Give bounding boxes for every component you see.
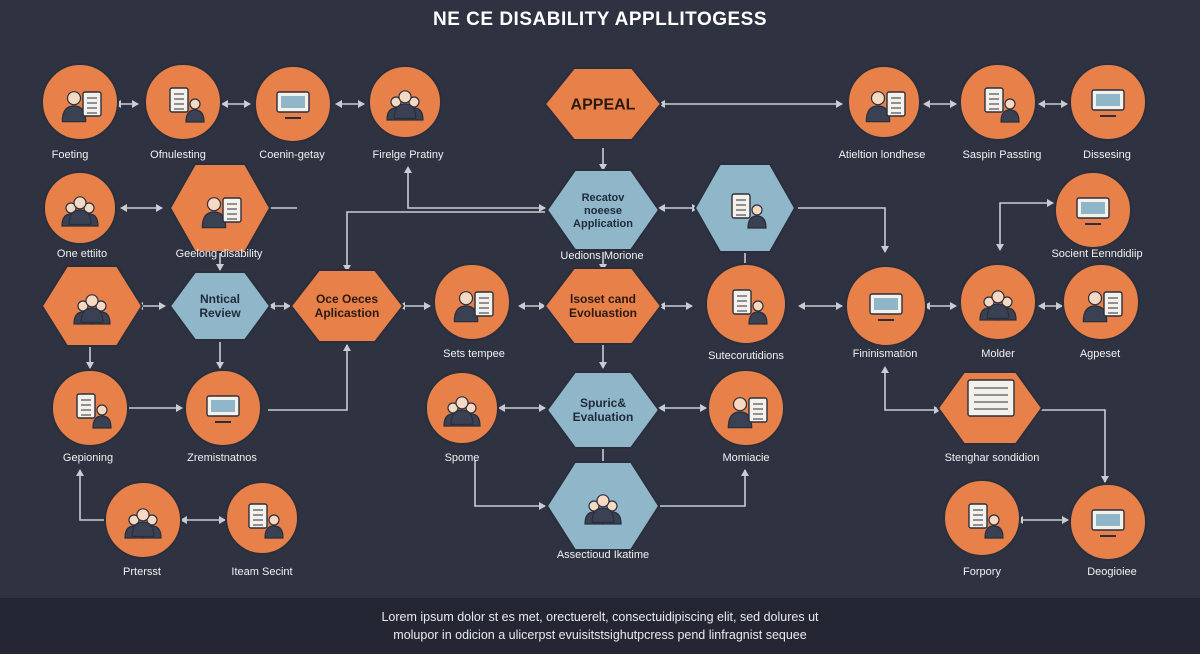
node-label: Dissesing xyxy=(1083,149,1131,161)
node-label: Fininismation xyxy=(852,348,918,360)
clock-gears-icon xyxy=(73,294,111,325)
advisor-icon xyxy=(1076,197,1110,225)
node-label: Saspin Passting xyxy=(962,149,1042,161)
node-label: Agpeset xyxy=(1079,348,1121,360)
signing-document-icon xyxy=(984,87,1020,123)
computer-user-icon xyxy=(61,196,99,227)
node-label: Socient Eenndidiip xyxy=(1051,248,1143,260)
doctor-icon xyxy=(731,193,767,229)
node-circle xyxy=(41,63,119,141)
hex-label: Review xyxy=(199,306,241,320)
node-label: Firelge Pratiny xyxy=(372,149,444,161)
worker-walking-icon xyxy=(865,91,906,123)
healthcare-team-icon xyxy=(869,293,903,321)
node-circle xyxy=(847,65,921,139)
node-label: Prtersst xyxy=(123,566,161,578)
hex-label: Spuric& xyxy=(580,396,626,410)
connector xyxy=(996,199,1054,251)
hex-label: Application xyxy=(573,218,633,230)
node-label: Gepioning xyxy=(62,452,114,464)
node-label: Geelong disability xyxy=(175,248,263,260)
node-label: One ettiito xyxy=(56,248,108,260)
connector xyxy=(798,207,889,253)
paper-handoff-icon xyxy=(443,396,481,427)
hex-label: noeese xyxy=(584,205,622,217)
node-circle xyxy=(1062,263,1140,341)
connector xyxy=(268,344,351,411)
hex-appeal: APPEAL xyxy=(543,67,663,141)
node-label: Coenin-getay xyxy=(259,149,325,161)
hex-label: Evaluation xyxy=(573,410,634,424)
worker-group-icon xyxy=(732,289,768,325)
node-label: Sets tempee xyxy=(443,348,505,360)
connector xyxy=(404,166,546,212)
meeting-table-icon xyxy=(453,291,494,323)
caregiver-icon xyxy=(61,91,102,123)
computer-desk-icon xyxy=(386,90,424,121)
hex-label: lsoset cand xyxy=(570,292,636,306)
family-icon xyxy=(968,503,1004,539)
connector xyxy=(881,366,941,414)
folder-stack-icon xyxy=(727,397,768,429)
node-label: Deogioiee xyxy=(1087,566,1137,578)
connector xyxy=(474,460,546,510)
node-label: Stenghar sondidion xyxy=(944,452,1040,464)
hex-label: Aplicastion xyxy=(315,306,380,320)
node-label: Zremistnatnos xyxy=(187,452,257,464)
globe-network-icon xyxy=(1091,509,1125,537)
hex-label: Oce Oeces xyxy=(316,292,378,306)
footer: Lorem ipsum dolor st es met, orectuerelt… xyxy=(0,598,1200,654)
hex-spuric-evaluation: Spuric&Evaluation xyxy=(545,371,661,449)
node-label: Forpory xyxy=(963,566,1001,578)
footer-line-2: molupor in odicion a ulicerpst evuisitst… xyxy=(393,628,807,642)
calendar-checklist-icon xyxy=(979,290,1017,321)
node-label: Iteam Secint xyxy=(231,566,293,578)
team-shield-icon xyxy=(201,197,242,229)
connector xyxy=(660,469,749,507)
medical-staff-icon xyxy=(76,393,112,429)
hex-label: APPEAL xyxy=(571,97,636,114)
screening-icon xyxy=(248,503,284,539)
node-label: Uedions Morione xyxy=(560,250,644,262)
laptop-hands-icon xyxy=(936,371,1044,445)
node-label: Foeting xyxy=(51,149,89,161)
medical-record-icon xyxy=(276,91,310,119)
magnifier-form-icon xyxy=(584,494,622,525)
hex-label: Recatov xyxy=(582,192,626,204)
document-review-icon xyxy=(169,87,205,123)
form-documents-icon xyxy=(1082,291,1123,323)
node-circle xyxy=(433,263,511,341)
footer-line-1: Lorem ipsum dolor st es met, orectuerelt… xyxy=(381,610,819,624)
node-circle xyxy=(707,369,785,447)
diagram-title: NE CE DISABILITY APPLLITOGESS xyxy=(432,9,768,30)
connector xyxy=(1040,409,1109,483)
icon-hex xyxy=(168,163,272,253)
hex-label: Nntical xyxy=(200,292,240,306)
node-label: Ofnulesting xyxy=(150,149,206,161)
node-label: Atieltion londhese xyxy=(838,149,926,161)
node-label: Sutecorutidions xyxy=(708,350,784,362)
connector xyxy=(343,211,545,272)
node-label: Assectioud Ikatime xyxy=(556,549,650,561)
clipboard-checklist-icon xyxy=(1091,89,1125,117)
work-station-icon xyxy=(124,508,162,539)
hex-label: Evoluastion xyxy=(569,306,637,320)
support-icon xyxy=(206,395,240,423)
node-label: Molder xyxy=(981,348,1015,360)
node-label: Momiacie xyxy=(722,452,770,464)
node-label: Spome xyxy=(444,452,480,464)
